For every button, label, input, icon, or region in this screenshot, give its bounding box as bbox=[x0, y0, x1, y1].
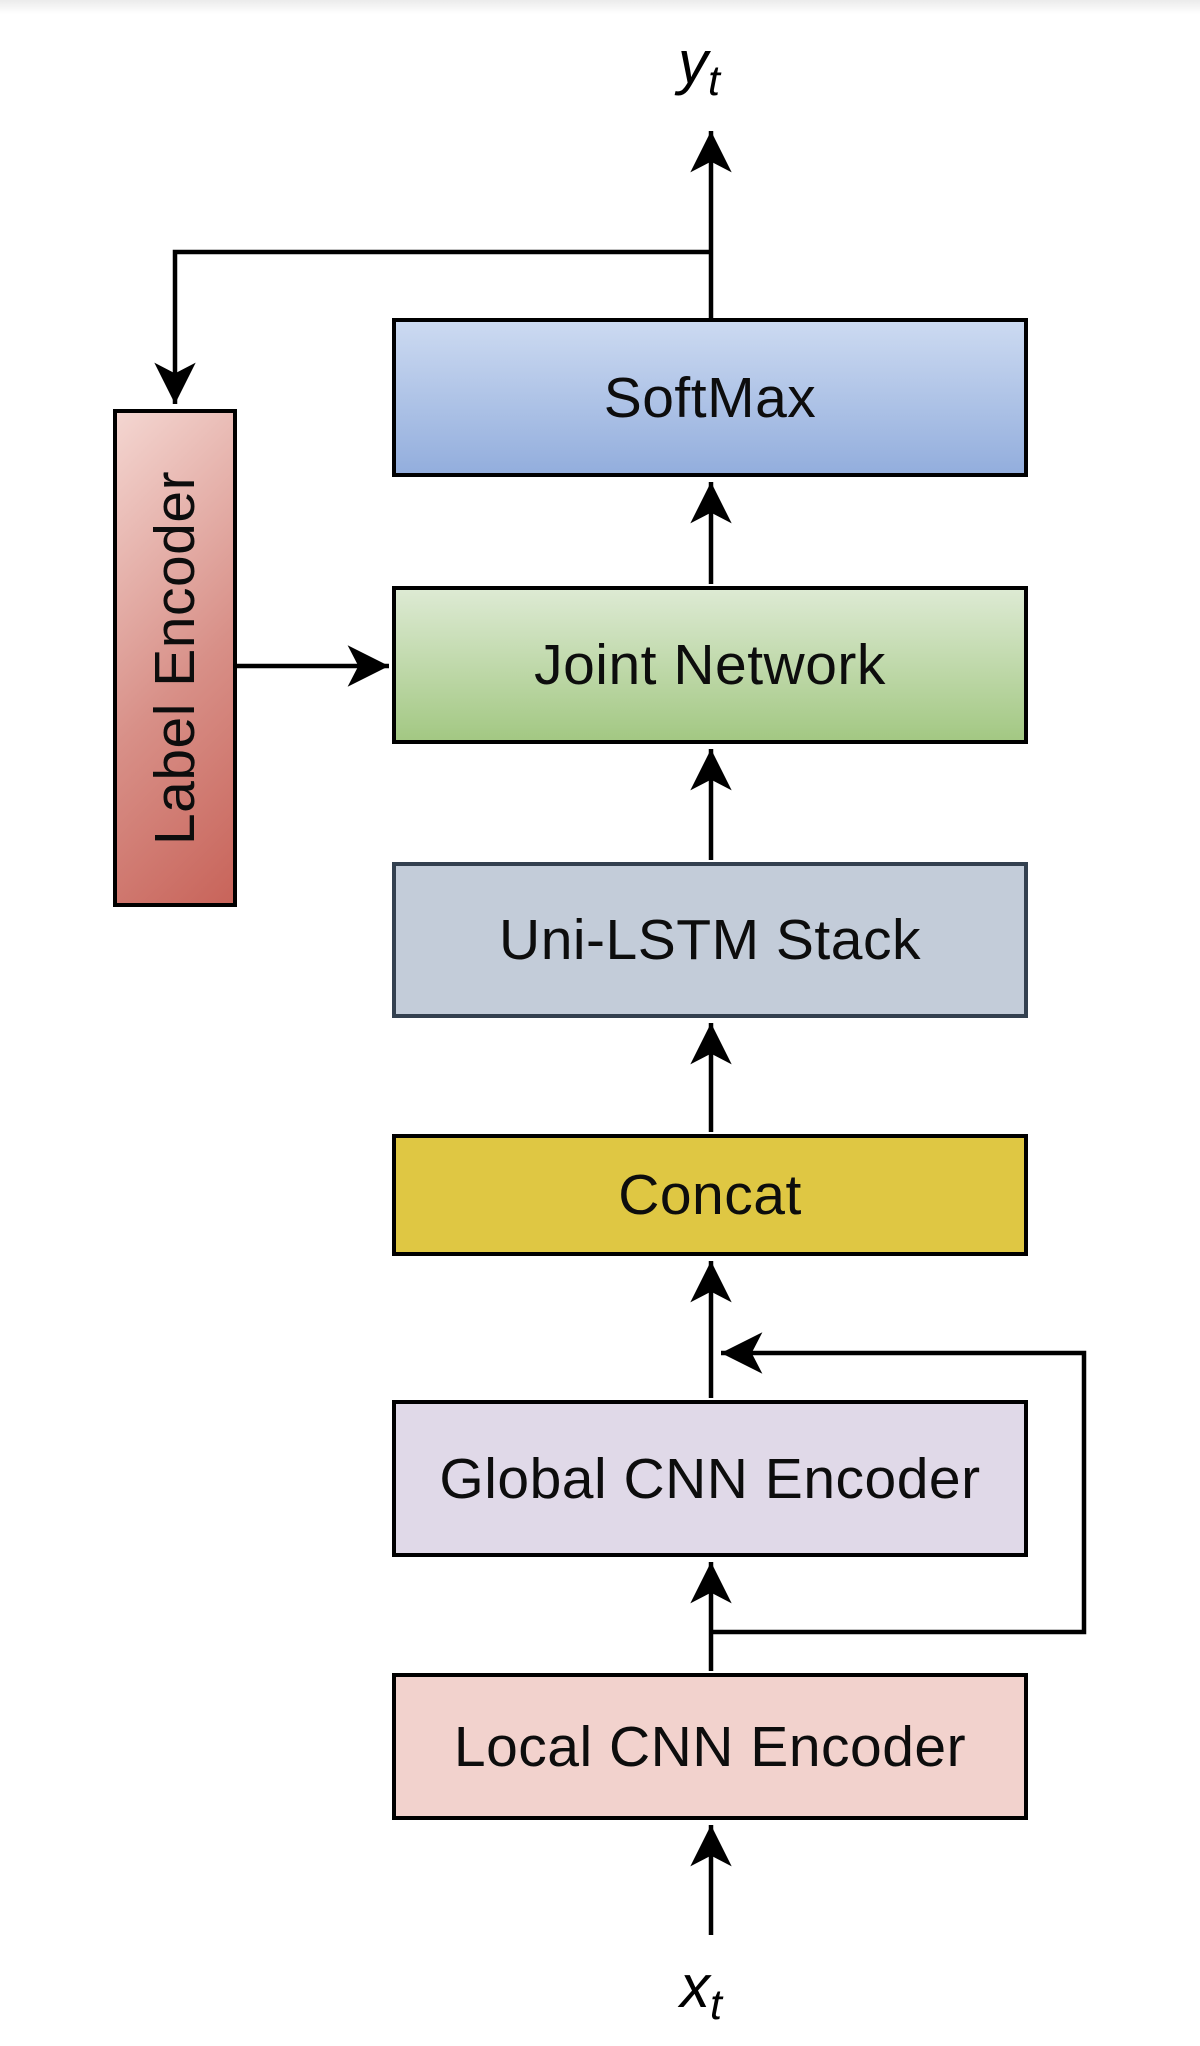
output-variable-yt: yt bbox=[678, 28, 720, 106]
local-cnn-encoder-label: Local CNN Encoder bbox=[453, 1714, 967, 1779]
joint-network-block: Joint Network bbox=[392, 586, 1028, 744]
arrow-skip-local-to-concat bbox=[711, 1332, 1087, 1635]
softmax-label: SoftMax bbox=[603, 365, 817, 430]
joint-network-label: Joint Network bbox=[534, 633, 886, 697]
output-variable-letter: y bbox=[678, 29, 708, 96]
input-variable-letter: x bbox=[680, 1953, 710, 2020]
local-cnn-encoder-block: Local CNN Encoder bbox=[392, 1673, 1028, 1820]
label-encoder-block: Label Encoder bbox=[113, 409, 237, 907]
uni-lstm-stack-block: Uni-LSTM Stack bbox=[392, 862, 1028, 1018]
output-variable-subscript: t bbox=[708, 57, 720, 105]
page-top-shadow bbox=[0, 0, 1200, 14]
softmax-block: SoftMax bbox=[392, 318, 1028, 477]
input-variable-subscript: t bbox=[710, 1981, 722, 2029]
arrow-feedback-to-label-encoder bbox=[154, 249, 713, 405]
global-cnn-encoder-block: Global CNN Encoder bbox=[392, 1400, 1028, 1557]
concat-label: Concat bbox=[618, 1163, 802, 1227]
concat-block: Concat bbox=[392, 1134, 1028, 1256]
uni-lstm-stack-label: Uni-LSTM Stack bbox=[499, 908, 921, 972]
global-cnn-encoder-label: Global CNN Encoder bbox=[439, 1446, 981, 1511]
input-variable-xt: xt bbox=[680, 1952, 722, 2030]
label-encoder-label: Label Encoder bbox=[143, 470, 208, 846]
